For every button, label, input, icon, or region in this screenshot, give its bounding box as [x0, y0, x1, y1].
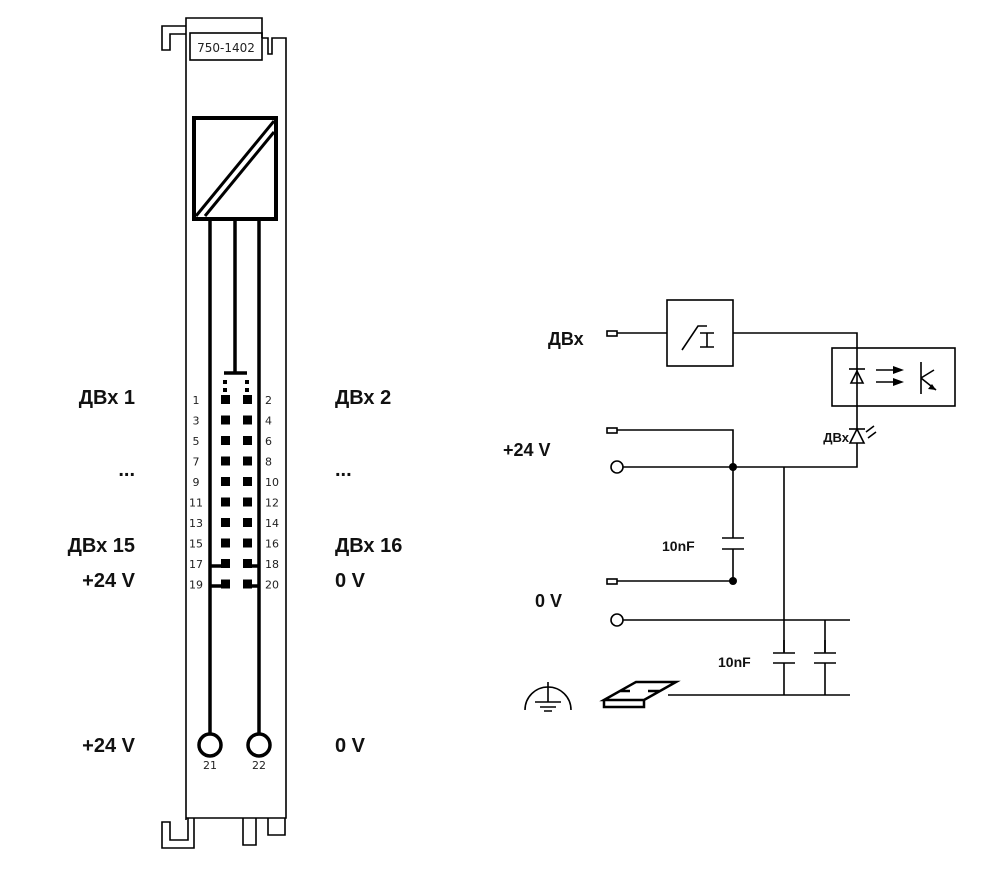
label-24v: +24 V	[82, 570, 135, 592]
pin-left-square	[221, 436, 230, 445]
pin-right-square	[243, 456, 252, 466]
label-di16: ДВх 16	[335, 535, 402, 557]
pin-right-square	[243, 538, 252, 548]
internal-rails: 21 22	[197, 219, 272, 772]
pin-number: 22	[252, 759, 266, 772]
pin-left-square	[221, 538, 230, 548]
pin-number: 19	[189, 579, 203, 592]
terminal-22	[246, 732, 272, 758]
pin-number: 5	[193, 435, 200, 448]
pin-number: 10	[265, 476, 279, 489]
module-housing: 750-1402	[161, 17, 287, 849]
pin-number: 4	[265, 415, 272, 428]
pin-number: 16	[265, 538, 279, 551]
pin-left-square	[221, 477, 230, 486]
pin-number: 6	[265, 435, 272, 448]
cap1-label: 10nF	[662, 538, 695, 554]
led-label: ДВх	[823, 430, 849, 445]
terminal-circle	[610, 460, 624, 474]
label-dots-left: ...	[118, 459, 135, 481]
pin-right-square	[243, 497, 252, 507]
pin-left-square	[221, 559, 230, 568]
v0-label: 0 V	[535, 591, 562, 611]
pin-left-square	[221, 395, 230, 404]
pin-number: 17	[189, 558, 203, 571]
pin-number: 20	[265, 579, 279, 592]
optocoupler	[831, 347, 956, 407]
label-di15: ДВх 15	[68, 535, 135, 557]
pin-right-square	[243, 477, 252, 486]
pin-right-square	[243, 579, 252, 589]
pin-number: 9	[193, 476, 200, 489]
converter-symbol	[192, 116, 278, 221]
din-rail-icon	[599, 680, 681, 709]
part-number: 750-1402	[197, 41, 255, 55]
pin-right-square	[243, 415, 252, 425]
label-dots-right: ...	[335, 459, 352, 481]
pin-left-square	[221, 497, 230, 507]
pin-number: 3	[193, 415, 200, 428]
label-di2: ДВх 2	[335, 387, 391, 409]
label-di1: ДВх 1	[79, 387, 135, 409]
pin-number: 1	[193, 394, 200, 407]
pin-left-square	[221, 456, 230, 466]
cap2-label: 10nF	[718, 654, 751, 670]
pin-number: 7	[193, 456, 200, 469]
label-24v-bottom: +24 V	[82, 735, 135, 757]
pin-right-square	[243, 395, 252, 404]
ground-icon	[524, 682, 572, 712]
pin-number: 12	[265, 497, 279, 510]
led-icon	[848, 427, 866, 444]
pin-number: 21	[203, 759, 217, 772]
v24-label: +24 V	[503, 440, 551, 460]
part-number-box	[189, 32, 263, 61]
pin-right-square	[243, 518, 252, 527]
pin-number: 11	[189, 497, 203, 510]
pin-number: 14	[265, 517, 279, 530]
pin-number: 18	[265, 558, 279, 571]
pin-left-square	[221, 579, 230, 589]
pin-number: 8	[265, 456, 272, 469]
input-label: ДВх	[548, 329, 584, 349]
pin-right-square	[243, 436, 252, 445]
label-0v: 0 V	[335, 570, 366, 592]
label-0v-bottom: 0 V	[335, 735, 366, 757]
pin-left-square	[221, 415, 230, 425]
pin-right-square	[243, 559, 252, 568]
pin-left-square	[221, 518, 230, 527]
pin-number: 2	[265, 394, 272, 407]
pin-number: 13	[189, 517, 203, 530]
input-schematic: ДВх ДВх +24 V 10nF 0 V 10nF	[503, 299, 956, 712]
pin-number: 15	[189, 538, 203, 551]
terminal-21	[197, 732, 223, 758]
